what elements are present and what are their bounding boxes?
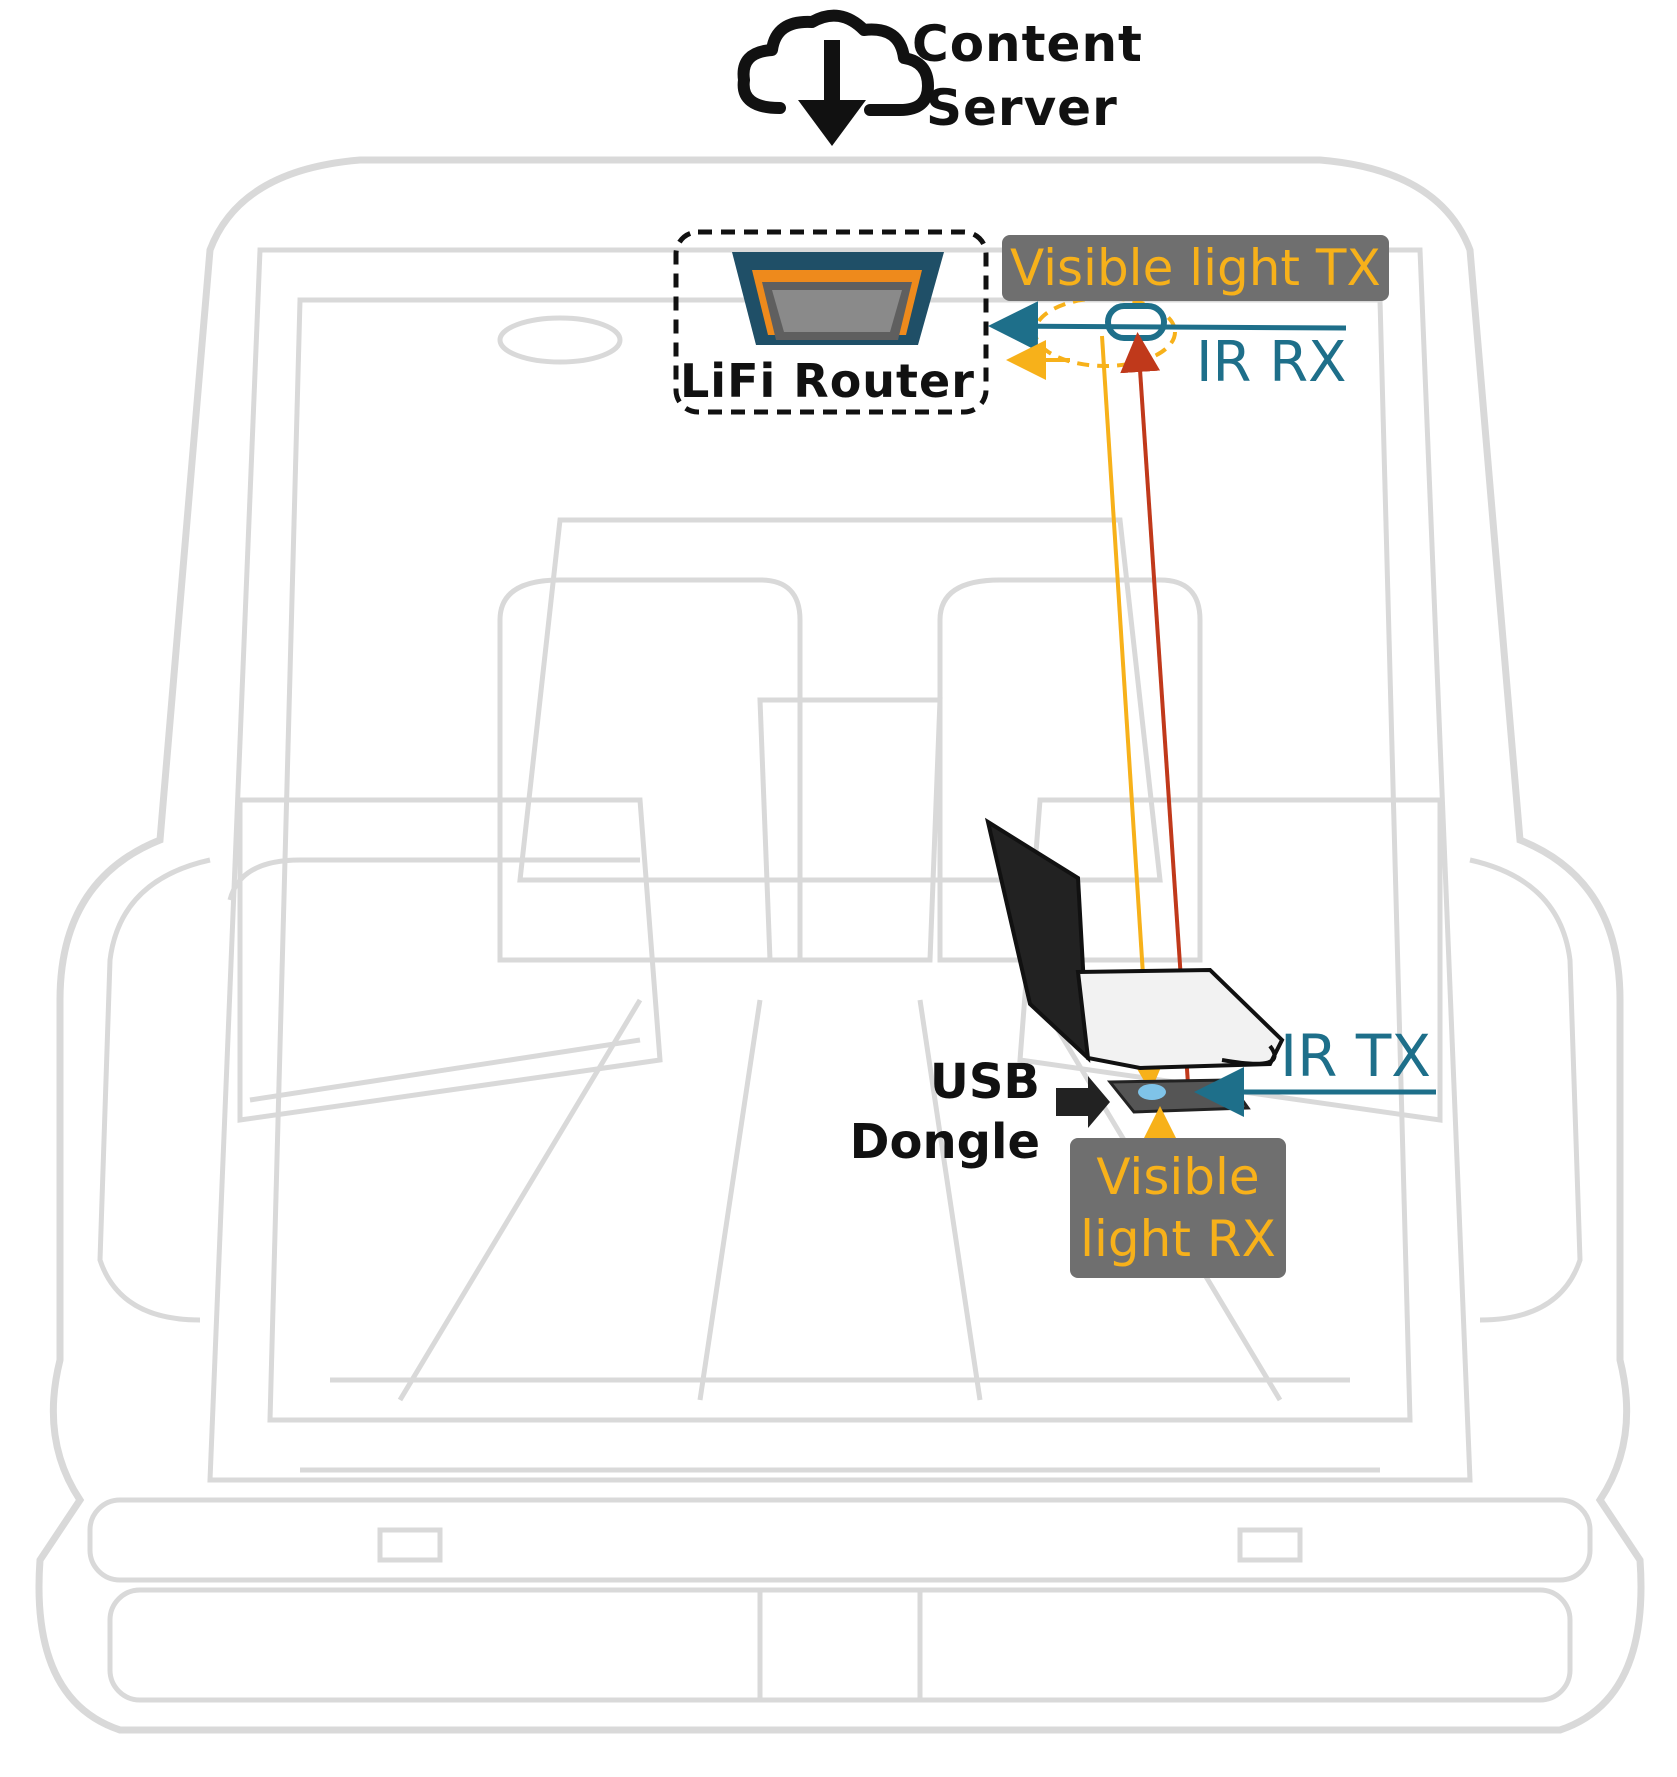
lifi-router-label: LiFi Router bbox=[680, 354, 975, 408]
visible-light-rx-label: Visible light RX bbox=[1070, 1138, 1286, 1278]
usb-line-1: USB bbox=[929, 1054, 1040, 1110]
title-line-2: Server bbox=[926, 79, 1118, 137]
usb-line-2: Dongle bbox=[849, 1114, 1040, 1170]
cloud-download-icon bbox=[737, 9, 934, 146]
usb-dongle-device bbox=[1106, 1078, 1251, 1114]
vl-rx-line-1: Visible bbox=[1096, 1148, 1260, 1206]
vl-rx-line-2: light RX bbox=[1080, 1210, 1276, 1268]
lifi-router-device bbox=[732, 252, 944, 345]
usb-pointer-arrow bbox=[1056, 1076, 1110, 1128]
ir-tx-label: IR TX bbox=[1280, 1022, 1432, 1090]
ceiling-transceiver bbox=[1105, 303, 1167, 341]
visible-light-downlink bbox=[1100, 335, 1168, 1092]
visible-light-tx-label: Visible light TX bbox=[1002, 235, 1389, 301]
usb-dongle-label: USB Dongle bbox=[830, 1052, 1040, 1172]
laptop-illustration bbox=[984, 817, 1285, 1071]
content-server-title: Content Server bbox=[912, 12, 1143, 140]
lifi-router-box bbox=[673, 229, 989, 415]
ir-rx-label: IR RX bbox=[1196, 330, 1347, 395]
infrared-uplink bbox=[1120, 332, 1190, 1085]
ir-rx-link-line bbox=[988, 301, 1347, 352]
title-line-1: Content bbox=[912, 15, 1143, 73]
